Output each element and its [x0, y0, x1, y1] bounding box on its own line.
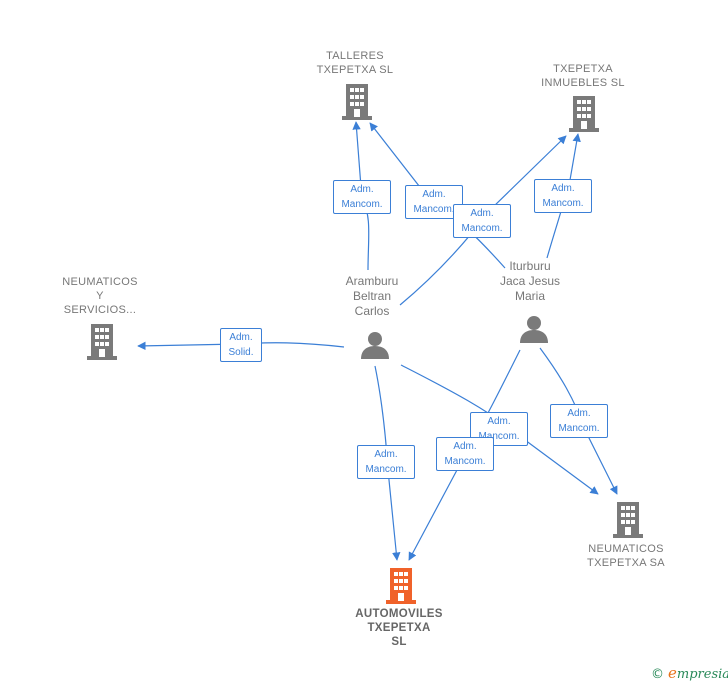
- company-label-automoviles[interactable]: AUTOMOVILES TXEPETXA SL: [355, 608, 443, 648]
- relation-box-aramburu-inmuebles: Adm. Mancom.: [453, 204, 511, 238]
- brand-footer[interactable]: © empresia: [651, 664, 728, 682]
- relation-box-aramburu-talleres: Adm. Mancom.: [333, 180, 391, 214]
- brand-initial: e: [668, 664, 677, 682]
- company-label-talleres[interactable]: TALLERES TXEPETXA SL: [316, 50, 394, 76]
- building-icon-automoviles[interactable]: [386, 568, 416, 609]
- company-label-servicios[interactable]: NEUMATICOS Y SERVICIOS...: [62, 276, 138, 316]
- building-icon-talleres[interactable]: [342, 84, 372, 125]
- brand-name: mpresia: [676, 667, 728, 682]
- person-label-aramburu[interactable]: Aramburu Beltran Carlos: [345, 274, 399, 318]
- company-label-inmuebles[interactable]: TXEPETXA INMUEBLES SL: [541, 63, 625, 89]
- building-icon-neumaticos-sa[interactable]: [613, 502, 643, 543]
- person-label-iturburu[interactable]: Iturburu Jaca Jesus Maria: [499, 259, 561, 303]
- relation-box-aramburu-servicios: Adm. Solid.: [220, 328, 262, 362]
- building-icon-inmuebles[interactable]: [569, 96, 599, 137]
- relation-box-iturburu-inmuebles: Adm. Mancom.: [534, 179, 592, 213]
- person-icon-iturburu[interactable]: [519, 314, 549, 349]
- building-icon-servicios[interactable]: [87, 324, 117, 365]
- company-label-neumaticos-sa[interactable]: NEUMATICOS TXEPETXA SA: [587, 543, 665, 569]
- relation-box-aramburu-automoviles: Adm. Mancom.: [357, 445, 415, 479]
- copyright-symbol: ©: [651, 667, 664, 682]
- person-icon-aramburu[interactable]: [360, 330, 390, 365]
- relation-box-iturburu-automoviles: Adm. Mancom.: [436, 437, 494, 471]
- relation-box-iturburu-neumaticos-sa: Adm. Mancom.: [550, 404, 608, 438]
